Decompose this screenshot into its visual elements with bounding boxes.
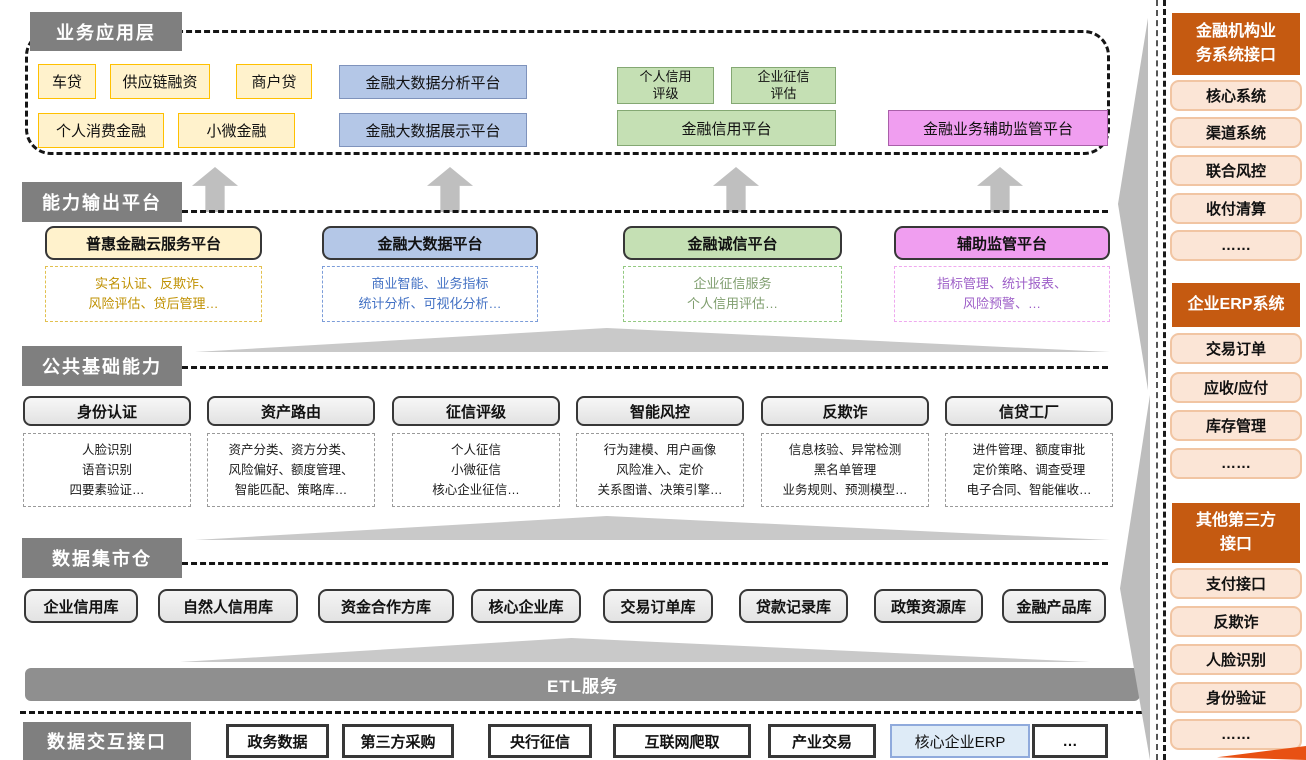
layer-separator-line <box>182 210 1108 213</box>
sidebar-item-more: …… <box>1170 448 1302 479</box>
layer-separator-line <box>20 711 1142 714</box>
platform-inclusive-finance-cloud: 普惠金融云服务平台 <box>45 226 262 260</box>
sidebar-item-more: …… <box>1170 230 1302 261</box>
platform-financial-integrity: 金融诚信平台 <box>623 226 842 260</box>
platform-financial-bigdata: 金融大数据平台 <box>322 226 538 260</box>
platform-financial-integrity-details: 企业征信服务 个人信用评估… <box>623 266 842 322</box>
divider-dashed-line <box>1156 0 1158 760</box>
etl-bar: ETL服务 <box>25 668 1140 701</box>
app-box-merchant-loan: 商户贷 <box>236 64 312 99</box>
source-industry-trade: 产业交易 <box>768 724 876 758</box>
capability-smart-risk-control: 智能风控 <box>576 396 744 426</box>
capability-anti-fraud: 反欺诈 <box>761 396 929 426</box>
layer-separator-line <box>182 562 1108 565</box>
source-central-bank-credit: 央行征信 <box>488 724 592 758</box>
capability-smart-risk-control-details: 行为建模、用户画像 风险准入、定价 关系图谱、决策引擎… <box>576 433 744 507</box>
divider-dashed-line <box>1163 0 1166 760</box>
db-financial-product: 金融产品库 <box>1002 589 1106 623</box>
app-box-micro-finance: 小微金融 <box>178 113 295 148</box>
source-government-data: 政务数据 <box>226 724 329 758</box>
app-box-financial-credit-platform: 金融信用平台 <box>617 110 836 146</box>
sidebar-section-erp-title: 企业ERP系统 <box>1172 283 1300 327</box>
business-app-layer-frame <box>25 30 1110 155</box>
db-loan-record: 贷款记录库 <box>739 589 848 623</box>
up-arrow <box>192 167 238 212</box>
source-internet-crawling: 互联网爬取 <box>613 724 751 758</box>
sidebar-item-trade-order: 交易订单 <box>1170 333 1302 364</box>
db-policy-resource: 政策资源库 <box>874 589 983 623</box>
capability-credit-factory-details: 进件管理、额度审批 定价策略、调查受理 电子合同、智能催收… <box>945 433 1113 507</box>
db-trade-order: 交易订单库 <box>603 589 713 623</box>
sidebar-item-payment-clearing: 收付清算 <box>1170 193 1302 224</box>
sidebar-item-identity-verification: 身份验证 <box>1170 682 1302 713</box>
funnel-arrow <box>180 638 1090 662</box>
capability-identity-auth: 身份认证 <box>23 396 191 426</box>
sidebar-item-channel-system: 渠道系统 <box>1170 117 1302 148</box>
db-core-enterprise: 核心企业库 <box>471 589 581 623</box>
funnel-arrow <box>195 516 1110 540</box>
layer-separator-line <box>182 366 1108 369</box>
platform-assist-regulation-details: 指标管理、统计报表、 风险预警、… <box>894 266 1110 322</box>
sidebar-item-joint-risk-control: 联合风控 <box>1170 155 1302 186</box>
app-box-supply-chain-finance: 供应链融资 <box>110 64 210 99</box>
sidebar-section-third-party-title: 其他第三方 接口 <box>1172 503 1300 563</box>
up-arrow <box>713 167 759 212</box>
left-chevron <box>1120 395 1150 760</box>
app-box-regtech-platform: 金融业务辅助监管平台 <box>888 110 1108 146</box>
sidebar-item-anti-fraud: 反欺诈 <box>1170 606 1302 637</box>
capability-anti-fraud-details: 信息核验、异常检测 黑名单管理 业务规则、预测模型… <box>761 433 929 507</box>
platform-financial-bigdata-details: 商业智能、业务指标 统计分析、可视化分析… <box>322 266 538 322</box>
up-arrow <box>977 167 1023 212</box>
left-chevron <box>1118 18 1148 390</box>
app-box-bigdata-analysis-platform: 金融大数据分析平台 <box>339 65 527 99</box>
sidebar-item-receivable-payable: 应收/应付 <box>1170 372 1302 403</box>
source-core-enterprise-erp: 核心企业ERP <box>890 724 1030 758</box>
source-more: … <box>1032 724 1108 758</box>
db-enterprise-credit: 企业信用库 <box>24 589 138 623</box>
business-app-layer-title: 业务应用层 <box>30 12 182 51</box>
funnel-arrow <box>195 328 1110 352</box>
capability-credit-rating-details: 个人征信 小微征信 核心企业征信… <box>392 433 560 507</box>
sidebar-item-inventory-management: 库存管理 <box>1170 410 1302 441</box>
capability-identity-auth-details: 人脸识别 语音识别 四要素验证… <box>23 433 191 507</box>
platform-assist-regulation: 辅助监管平台 <box>894 226 1110 260</box>
sidebar-item-payment-interface: 支付接口 <box>1170 568 1302 599</box>
sidebar-item-core-system: 核心系统 <box>1170 80 1302 111</box>
app-box-car-loan: 车贷 <box>38 64 96 99</box>
up-arrow <box>427 167 473 212</box>
platform-inclusive-finance-cloud-details: 实名认证、反欺诈、 风险评估、贷后管理… <box>45 266 262 322</box>
data-interface-layer-title: 数据交互接口 <box>23 722 191 760</box>
capability-asset-routing-details: 资产分类、资方分类、 风险偏好、额度管理、 智能匹配、策略库… <box>207 433 375 507</box>
sidebar-item-more: …… <box>1170 719 1302 750</box>
capability-asset-routing: 资产路由 <box>207 396 375 426</box>
common-base-layer-title: 公共基础能力 <box>22 346 182 386</box>
sidebar-section-financial-institution-title: 金融机构业 务系统接口 <box>1172 13 1300 75</box>
app-box-personal-credit-rating: 个人信用 评级 <box>617 67 714 104</box>
data-mart-layer-title: 数据集市仓 <box>22 538 182 578</box>
capability-credit-rating: 征信评级 <box>392 396 560 426</box>
app-box-bigdata-display-platform: 金融大数据展示平台 <box>339 113 527 147</box>
app-box-enterprise-credit-eval: 企业征信 评估 <box>731 67 836 104</box>
sidebar-item-face-recognition: 人脸识别 <box>1170 644 1302 675</box>
db-person-credit: 自然人信用库 <box>158 589 298 623</box>
capability-credit-factory: 信贷工厂 <box>945 396 1113 426</box>
source-third-party-procurement: 第三方采购 <box>342 724 454 758</box>
db-fund-partner: 资金合作方库 <box>318 589 454 623</box>
capability-output-layer-title: 能力输出平台 <box>22 182 182 222</box>
app-box-consumer-finance: 个人消费金融 <box>38 113 164 148</box>
